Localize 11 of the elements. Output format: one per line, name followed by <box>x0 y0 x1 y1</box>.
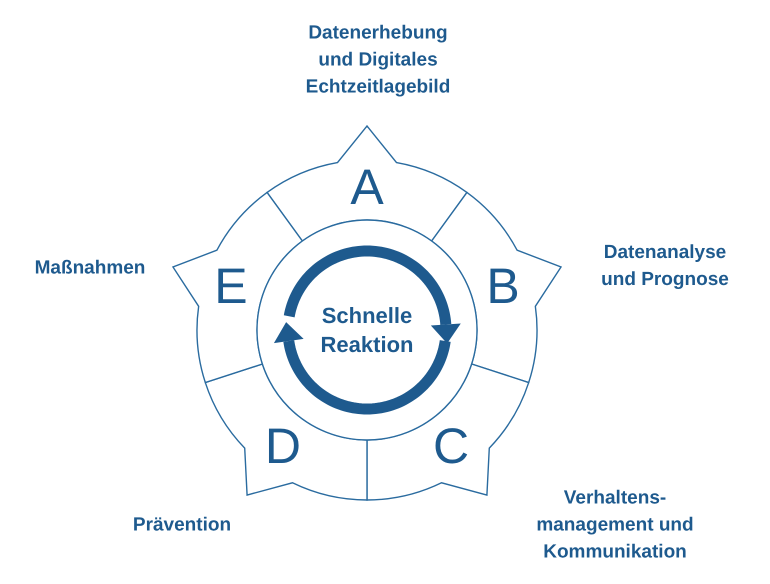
segment-letter: E <box>214 260 248 311</box>
segment-letter: D <box>264 420 301 471</box>
center-label: Schnelle Reaktion <box>320 302 414 359</box>
segment-letter: A <box>350 162 384 212</box>
segment-caption: Datenanalyse und Prognose <box>600 241 730 292</box>
segment-letter: B <box>486 260 520 311</box>
segment-caption: Datenerhebung und Digitales Echtzeitlagebild <box>304 22 452 100</box>
segment-caption: Verhaltens-management und Kommunikation <box>535 486 695 564</box>
segment-letter: C <box>433 420 470 471</box>
segment-caption: Maßnahmen <box>34 256 146 280</box>
segment-caption: Prävention <box>132 514 232 538</box>
